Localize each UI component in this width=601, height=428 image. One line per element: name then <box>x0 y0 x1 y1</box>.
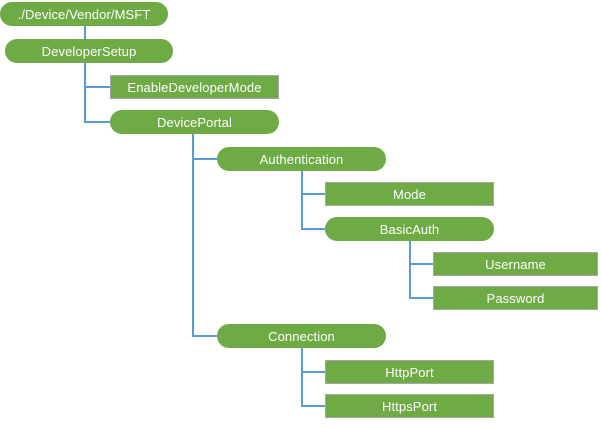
connector-connection-to-httpport <box>301 348 325 373</box>
tree-node-label-developersetup: DeveloperSetup <box>41 43 137 59</box>
tree-node-label-authentication: Authentication <box>259 151 344 167</box>
tree-node-label-connection: Connection <box>268 328 335 344</box>
tree-node-developersetup[interactable]: DeveloperSetup <box>5 39 173 63</box>
connector-authentication-to-basicauth <box>301 171 325 230</box>
connector-developersetup-to-enabledevelopermode <box>84 63 110 88</box>
tree-node-label-root: ./Device/Vendor/MSFT <box>17 6 151 22</box>
connector-developersetup-to-deviceportal <box>84 63 110 123</box>
connector-authentication-to-mode <box>301 171 325 195</box>
tree-node-enabledevelopermode[interactable]: EnableDeveloperMode <box>110 75 279 99</box>
tree-node-label-httpsport: HttpsPort <box>381 398 438 414</box>
tree-node-deviceportal[interactable]: DevicePortal <box>110 110 279 134</box>
tree-node-label-httpport: HttpPort <box>385 364 434 380</box>
tree-node-authentication[interactable]: Authentication <box>217 147 386 171</box>
tree-node-label-username: Username <box>485 256 546 272</box>
tree-node-httpsport[interactable]: HttpsPort <box>325 394 494 418</box>
tree-node-password[interactable]: Password <box>433 286 598 310</box>
tree-node-httpport[interactable]: HttpPort <box>325 360 494 384</box>
tree-node-label-basicauth: BasicAuth <box>379 221 440 237</box>
connector-deviceportal-to-authentication <box>192 134 217 160</box>
tree-node-label-password: Password <box>486 290 545 306</box>
tree-node-connection[interactable]: Connection <box>217 324 386 348</box>
tree-node-basicauth[interactable]: BasicAuth <box>325 217 494 241</box>
connector-basicauth-to-password <box>409 241 433 299</box>
tree-node-mode[interactable]: Mode <box>325 182 494 206</box>
tree-node-label-enabledevelopermode: EnableDeveloperMode <box>127 79 262 95</box>
connector-connection-to-httpsport <box>301 348 325 407</box>
connector-basicauth-to-username <box>409 241 433 265</box>
tree-node-label-deviceportal: DevicePortal <box>157 114 232 130</box>
connector-deviceportal-to-connection <box>192 134 217 337</box>
tree-node-label-mode: Mode <box>393 186 426 202</box>
tree-node-root[interactable]: ./Device/Vendor/MSFT <box>0 2 168 26</box>
tree-node-username[interactable]: Username <box>433 252 598 276</box>
